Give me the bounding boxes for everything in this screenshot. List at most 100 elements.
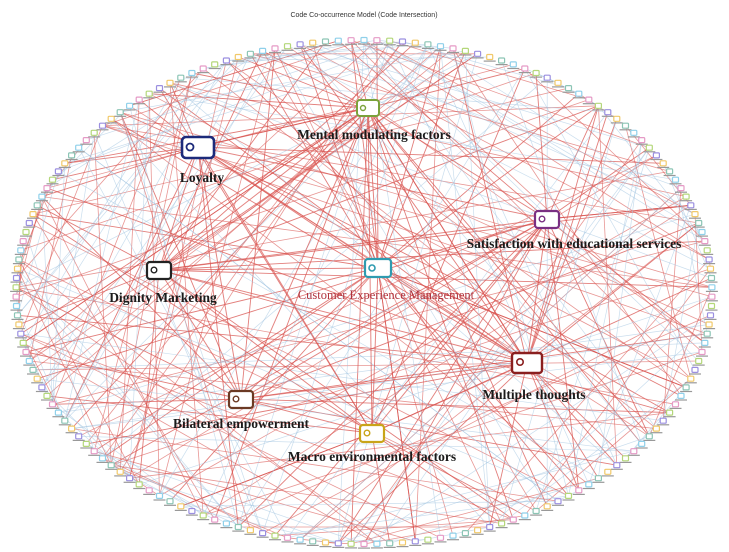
peripheral-code-node[interactable] (114, 109, 127, 117)
peripheral-code-node[interactable] (153, 492, 166, 501)
peripheral-code-node[interactable] (592, 475, 605, 483)
peripheral-code-node[interactable] (610, 115, 623, 124)
peripheral-code-node[interactable] (689, 211, 701, 219)
peripheral-code-node[interactable] (592, 102, 605, 111)
peripheral-code-node[interactable] (256, 47, 269, 56)
peripheral-code-node[interactable] (383, 37, 396, 46)
peripheral-code-node[interactable] (174, 503, 187, 511)
peripheral-code-node[interactable] (345, 540, 358, 549)
peripheral-code-node[interactable] (483, 523, 496, 532)
peripheral-code-node[interactable] (680, 193, 693, 202)
code-node-bilateral-empowerment[interactable] (227, 389, 255, 410)
peripheral-code-node[interactable] (123, 475, 136, 483)
peripheral-code-node[interactable] (627, 448, 640, 456)
peripheral-code-node[interactable] (601, 109, 614, 117)
peripheral-code-node[interactable] (269, 532, 281, 541)
peripheral-code-node[interactable] (232, 523, 245, 532)
peripheral-code-node[interactable] (643, 433, 656, 441)
code-node-dignity-marketing[interactable] (145, 260, 173, 281)
peripheral-code-node[interactable] (41, 392, 53, 401)
peripheral-code-node[interactable] (197, 512, 210, 521)
peripheral-code-node[interactable] (572, 487, 585, 495)
peripheral-code-node[interactable] (72, 144, 85, 153)
peripheral-code-node[interactable] (370, 540, 383, 549)
peripheral-code-node[interactable] (306, 538, 319, 546)
code-node-loyalty[interactable] (180, 135, 216, 160)
peripheral-code-node[interactable] (705, 293, 718, 302)
peripheral-code-node[interactable] (396, 539, 409, 548)
peripheral-code-node[interactable] (657, 160, 670, 168)
peripheral-code-node[interactable] (675, 392, 687, 401)
peripheral-code-node[interactable] (635, 137, 648, 145)
code-node-satisfaction[interactable] (533, 209, 561, 230)
peripheral-code-node[interactable] (10, 274, 23, 283)
peripheral-code-node[interactable] (518, 512, 531, 521)
peripheral-code-node[interactable] (20, 228, 32, 237)
peripheral-code-node[interactable] (657, 417, 670, 426)
peripheral-code-node[interactable] (46, 401, 59, 409)
peripheral-code-node[interactable] (704, 265, 717, 274)
peripheral-code-node[interactable] (703, 256, 716, 265)
peripheral-code-node[interactable] (281, 43, 294, 51)
peripheral-code-node[interactable] (80, 440, 93, 449)
peripheral-code-node[interactable] (319, 38, 332, 47)
peripheral-code-node[interactable] (675, 185, 687, 193)
peripheral-code-node[interactable] (11, 265, 24, 274)
peripheral-code-node[interactable] (164, 498, 176, 506)
peripheral-code-node[interactable] (409, 39, 422, 48)
peripheral-code-node[interactable] (680, 384, 693, 393)
peripheral-code-node[interactable] (471, 527, 484, 535)
peripheral-code-node[interactable] (471, 50, 484, 59)
peripheral-code-node[interactable] (10, 284, 23, 292)
peripheral-code-node[interactable] (692, 219, 705, 228)
peripheral-code-node[interactable] (10, 293, 23, 302)
peripheral-code-node[interactable] (370, 37, 383, 45)
peripheral-code-node[interactable] (572, 90, 585, 99)
peripheral-code-node[interactable] (541, 74, 554, 83)
peripheral-code-node[interactable] (88, 129, 101, 138)
peripheral-code-node[interactable] (698, 238, 711, 246)
peripheral-code-node[interactable] (17, 339, 30, 348)
peripheral-code-node[interactable] (88, 448, 101, 456)
peripheral-code-node[interactable] (459, 47, 472, 56)
peripheral-code-node[interactable] (27, 211, 39, 219)
peripheral-code-node[interactable] (396, 38, 409, 47)
peripheral-code-node[interactable] (705, 302, 718, 311)
peripheral-code-node[interactable] (41, 185, 53, 193)
peripheral-code-node[interactable] (345, 37, 358, 45)
peripheral-code-node[interactable] (332, 540, 345, 548)
peripheral-code-node[interactable] (541, 503, 554, 511)
peripheral-code-node[interactable] (518, 65, 531, 74)
peripheral-code-node[interactable] (256, 529, 269, 538)
peripheral-code-node[interactable] (232, 53, 245, 62)
peripheral-code-node[interactable] (12, 321, 25, 330)
peripheral-code-node[interactable] (306, 39, 319, 48)
peripheral-code-node[interactable] (663, 409, 676, 418)
peripheral-code-node[interactable] (562, 492, 575, 501)
peripheral-code-node[interactable] (96, 455, 109, 463)
peripheral-code-node[interactable] (701, 247, 714, 255)
peripheral-code-node[interactable] (319, 539, 332, 548)
peripheral-code-node[interactable] (530, 69, 543, 78)
peripheral-code-node[interactable] (72, 433, 85, 441)
peripheral-code-node[interactable] (562, 84, 575, 93)
peripheral-code-node[interactable] (10, 302, 23, 311)
peripheral-code-node[interactable] (421, 536, 434, 545)
peripheral-code-node[interactable] (669, 401, 682, 409)
peripheral-code-node[interactable] (31, 202, 44, 210)
peripheral-code-node[interactable] (601, 468, 614, 477)
code-node-macro-environmental-factors[interactable] (358, 423, 386, 444)
peripheral-code-node[interactable] (269, 45, 281, 54)
peripheral-code-node[interactable] (31, 375, 44, 384)
peripheral-code-node[interactable] (582, 96, 595, 105)
peripheral-code-node[interactable] (663, 168, 676, 177)
peripheral-code-node[interactable] (383, 540, 396, 548)
peripheral-code-node[interactable] (692, 357, 705, 366)
peripheral-code-node[interactable] (696, 228, 708, 237)
peripheral-code-node[interactable] (96, 122, 109, 131)
peripheral-code-node[interactable] (143, 90, 156, 99)
peripheral-code-node[interactable] (421, 41, 434, 49)
peripheral-code-node[interactable] (705, 284, 718, 292)
peripheral-code-node[interactable] (11, 312, 24, 320)
peripheral-code-node[interactable] (635, 440, 648, 449)
